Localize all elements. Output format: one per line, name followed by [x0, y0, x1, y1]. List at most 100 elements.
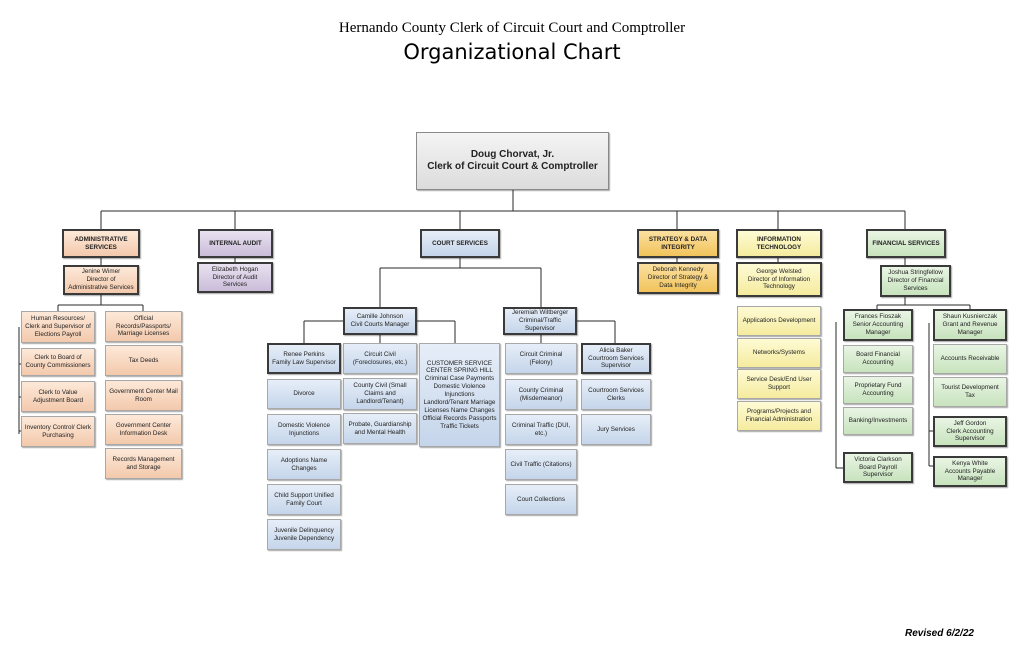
director-it-title: Director of Information Technology — [747, 275, 811, 291]
criminal-civil-traffic: Civil Traffic (Citations) — [505, 449, 577, 480]
admin-vab: Clerk to Value Adjustment Board — [21, 381, 95, 412]
family-supervisor-name: Renee Perkins — [283, 350, 325, 358]
family-supervisor-title: Family Law Supervisor — [272, 358, 336, 366]
family-divorce-label: Divorce — [293, 390, 315, 398]
admin-inventory: Inventory Control/ Clerk Purchasing — [21, 416, 95, 447]
admin-records: Official Records/Passports/ Marriage Lic… — [105, 311, 182, 342]
courtroom-clerks-label: Courtroom Services Clerks — [588, 386, 644, 402]
civil-probate: Probate, Guardianship and Mental Health — [343, 413, 417, 444]
admin-recmgmt-label: Records Management and Storage — [112, 455, 175, 471]
finance-ar: Accounts Receivable — [933, 344, 1007, 374]
civil-manager-title: Civil Courts Manager — [350, 321, 410, 328]
admin-mailroom: Government Center Mail Room — [105, 380, 182, 411]
director-audit-title: Director of Audit Services — [212, 273, 258, 289]
criminal-collections-label: Court Collections — [517, 495, 565, 503]
dept-audit: INTERNAL AUDIT — [198, 229, 273, 258]
admin-recmgmt: Records Management and Storage — [105, 448, 182, 479]
civil-circuit: Circuit Civil (Foreclosures, etc.) — [343, 343, 417, 374]
finance-banking-label: Banking/Investments — [848, 417, 908, 425]
criminal-civil-traffic-label: Civil Traffic (Citations) — [510, 460, 572, 468]
family-dv-label: Domestic Violence Injunctions — [277, 421, 331, 437]
kusnierczak-name: Shaun Kusnierczak — [942, 313, 998, 321]
jury-services: Jury Services — [581, 414, 651, 445]
civil-circuit-label: Circuit Civil (Foreclosures, etc.) — [352, 350, 408, 366]
fioszak-title: Senior Accounting Manager — [852, 321, 904, 336]
clerk-title: Clerk of Circuit Court & Comptroller — [427, 161, 598, 172]
family-divorce: Divorce — [267, 379, 341, 409]
director-admin-name: Jenine Wimer — [81, 268, 121, 276]
clerk-name: Doug Chorvat, Jr. — [470, 148, 555, 160]
dept-admin: ADMINISTRATIVE SERVICES — [62, 229, 140, 258]
family-dv: Domestic Violence Injunctions — [267, 414, 341, 445]
org-title: Hernando County Clerk of Circuit Court a… — [338, 20, 686, 36]
criminal-misdemeanor: County Criminal (Misdemeanor) — [505, 379, 577, 410]
admin-board: Clerk to Board of County Commissioners — [21, 348, 95, 376]
criminal-dui-label: Criminal Traffic (DUI, etc.) — [511, 421, 571, 437]
clerk-box: Doug Chorvat, Jr. Clerk of Circuit Court… — [416, 132, 609, 190]
finance-tdt-label: Tourist Development Tax — [941, 384, 999, 399]
it-networks: Networks/Systems — [737, 338, 821, 368]
chart-title: Organizational Chart — [403, 40, 621, 64]
gordon-name: Jeff Gordon — [953, 419, 987, 427]
director-admin-title: Director of Administrative Services — [68, 276, 134, 291]
courtroom-supervisor-title: Courtroom Services Supervisor — [588, 354, 644, 370]
it-helpdesk-label: Service Desk/End User Support — [746, 376, 812, 391]
family-support-label: Child Support Unified Family Court — [274, 491, 334, 507]
civil-manager-name: Camille Johnson — [356, 313, 404, 321]
finance-banking: Banking/Investments — [843, 407, 913, 435]
finance-proprietary: Proprietary Fund Accounting — [843, 376, 913, 404]
admin-board-label: Clerk to Board of County Commissioners — [25, 354, 91, 369]
it-programs: Programs/Projects and Financial Administ… — [737, 401, 821, 431]
admin-hr: Human Resources/ Clerk and Supervisor of… — [21, 311, 95, 343]
family-adoptions-label: Adoptions Name Changes — [280, 456, 328, 472]
criminal-collections: Court Collections — [505, 484, 577, 515]
white-title: Accounts Payable Manager — [944, 467, 996, 483]
dept-audit-label: INTERNAL AUDIT — [209, 239, 262, 247]
director-strategy-title: Director of Strategy & Data Integrity — [647, 274, 709, 289]
courtroom-supervisor-name: Alicia Baker — [599, 346, 633, 354]
courtroom-clerks: Courtroom Services Clerks — [581, 379, 651, 410]
admin-hr-label: Human Resources/ Clerk and Supervisor of… — [25, 315, 91, 338]
civil-county: County Civil (Small Claims and Landlord/… — [343, 378, 417, 410]
revised-date: Revised 6/2/22 — [905, 628, 974, 639]
criminal-misdemeanor-label: County Criminal (Misdemeanor) — [518, 386, 564, 402]
civil-probate-label: Probate, Guardianship and Mental Health — [348, 420, 412, 436]
director-finance-name: Joshua Stringfellow — [888, 269, 943, 277]
dept-it-label: INFORMATION TECHNOLOGY — [756, 235, 802, 251]
it-networks-label: Networks/Systems — [752, 349, 806, 357]
admin-records-label: Official Records/Passports/ Marriage Lic… — [116, 314, 171, 338]
dept-it: INFORMATION TECHNOLOGY — [736, 229, 822, 258]
director-strategy-name: Deborah Kennedy — [652, 266, 704, 274]
gordon-title: Clerk Accounting Supervisor — [946, 427, 994, 443]
clarkson-name: Victoria Clarkson — [854, 455, 902, 463]
family-support: Child Support Unified Family Court — [267, 484, 341, 515]
dept-finance: FINANCIAL SERVICES — [866, 229, 946, 258]
admin-infodesk-label: Government Center Information Desk — [115, 421, 172, 437]
spring-hill-heading: CUSTOMER SERVICE CENTER SPRING HILL — [426, 359, 493, 375]
admin-infodesk: Government Center Information Desk — [105, 414, 182, 445]
civil-county-label: County Civil (Small Claims and Landlord/… — [353, 382, 407, 405]
director-it-name: George Welsted — [756, 267, 802, 275]
admin-mailroom-label: Government Center Mail Room — [109, 387, 178, 403]
criminal-felony-label: Circuit Criminal (Felony) — [519, 350, 563, 366]
director-finance-title: Director of Financial Services — [887, 277, 944, 292]
dept-admin-label: ADMINISTRATIVE SERVICES — [74, 235, 128, 251]
dept-court: COURT SERVICES — [420, 229, 500, 258]
finance-ar-label: Accounts Receivable — [940, 355, 1000, 363]
dept-finance-label: FINANCIAL SERVICES — [872, 239, 940, 247]
